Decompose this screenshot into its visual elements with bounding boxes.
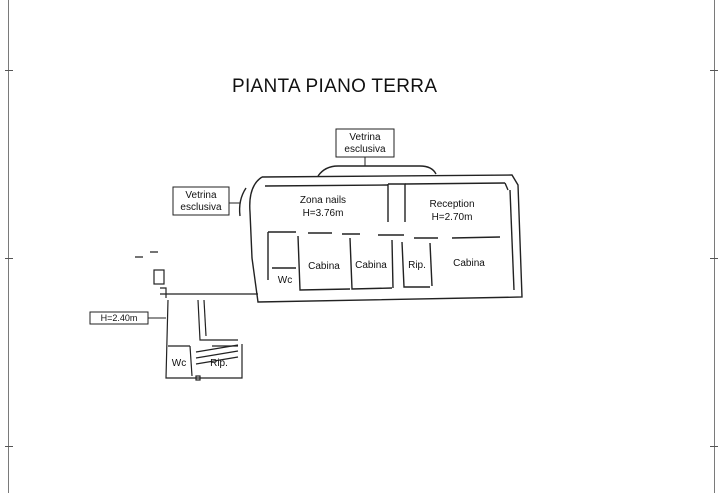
- right-corner: [504, 182, 509, 191]
- cabina-2-label: Cabina: [355, 260, 387, 271]
- reception-height: H=2.70m: [432, 212, 473, 223]
- annex-stairs: [195, 344, 239, 365]
- annex-bottom-mark: [195, 375, 201, 381]
- top-bay-window: [317, 165, 437, 177]
- cabina2-right-wall: [391, 239, 394, 289]
- annex-corner: [160, 287, 167, 298]
- cabina2-walls: [349, 237, 393, 290]
- partition-jamb: [388, 183, 406, 222]
- annex-height-label: H=2.40m: [101, 313, 138, 323]
- main-outer-wall: [249, 174, 523, 303]
- zona-nails-label: Zona nails: [300, 195, 346, 206]
- small-mark-1: [135, 251, 158, 258]
- vetrina-top-line1: Vetrina: [349, 132, 381, 143]
- zona-nails-top-wall: [264, 184, 389, 187]
- cabina-3-label: Cabina: [453, 258, 485, 269]
- corridor-wall-left: [268, 231, 360, 235]
- left-tick-3: [5, 446, 13, 447]
- main-unit-walls: [238, 165, 523, 303]
- right-tick-3: [710, 446, 718, 447]
- left-tick-1: [5, 70, 13, 71]
- reception-top-wall: [404, 182, 506, 185]
- right-tick-2: [710, 258, 718, 259]
- rip-annex-label: Rip.: [210, 358, 228, 369]
- plan-title: PIANTA PIANO TERRA: [232, 76, 438, 97]
- left-tick-2: [5, 258, 13, 259]
- zona-nails-height: H=3.76m: [303, 208, 344, 219]
- corridor-wall-right: [378, 234, 501, 239]
- right-tick-1: [710, 70, 718, 71]
- annex-inner-wall: [197, 299, 238, 341]
- sheet-left-border: [8, 0, 9, 493]
- rip-walls: [401, 241, 430, 288]
- cabina-1-label: Cabina: [308, 261, 340, 272]
- vetrina-left-line1: Vetrina: [185, 190, 217, 201]
- right-window: [509, 189, 515, 291]
- wc-main-label: Wc: [278, 275, 292, 286]
- reception-label: Reception: [429, 199, 474, 210]
- cabina1-walls: [297, 235, 351, 291]
- cabina3-left-wall: [429, 242, 433, 287]
- left-bay-window: [238, 187, 247, 217]
- vetrina-top-line2: esclusiva: [344, 144, 386, 155]
- sheet-right-border: [714, 0, 715, 493]
- vetrina-left-box: [172, 186, 230, 216]
- vetrina-left-line2: esclusiva: [180, 202, 222, 213]
- rip-main-label: Rip.: [408, 260, 426, 271]
- wc-annex-label: Wc: [172, 358, 186, 369]
- column-block: [153, 269, 165, 285]
- main-corner-curve: [249, 176, 263, 213]
- annex-walls: [135, 251, 258, 381]
- annex-partition: [189, 345, 193, 377]
- annex-outer-wall: [165, 299, 243, 379]
- annex-double-wall: [203, 299, 207, 337]
